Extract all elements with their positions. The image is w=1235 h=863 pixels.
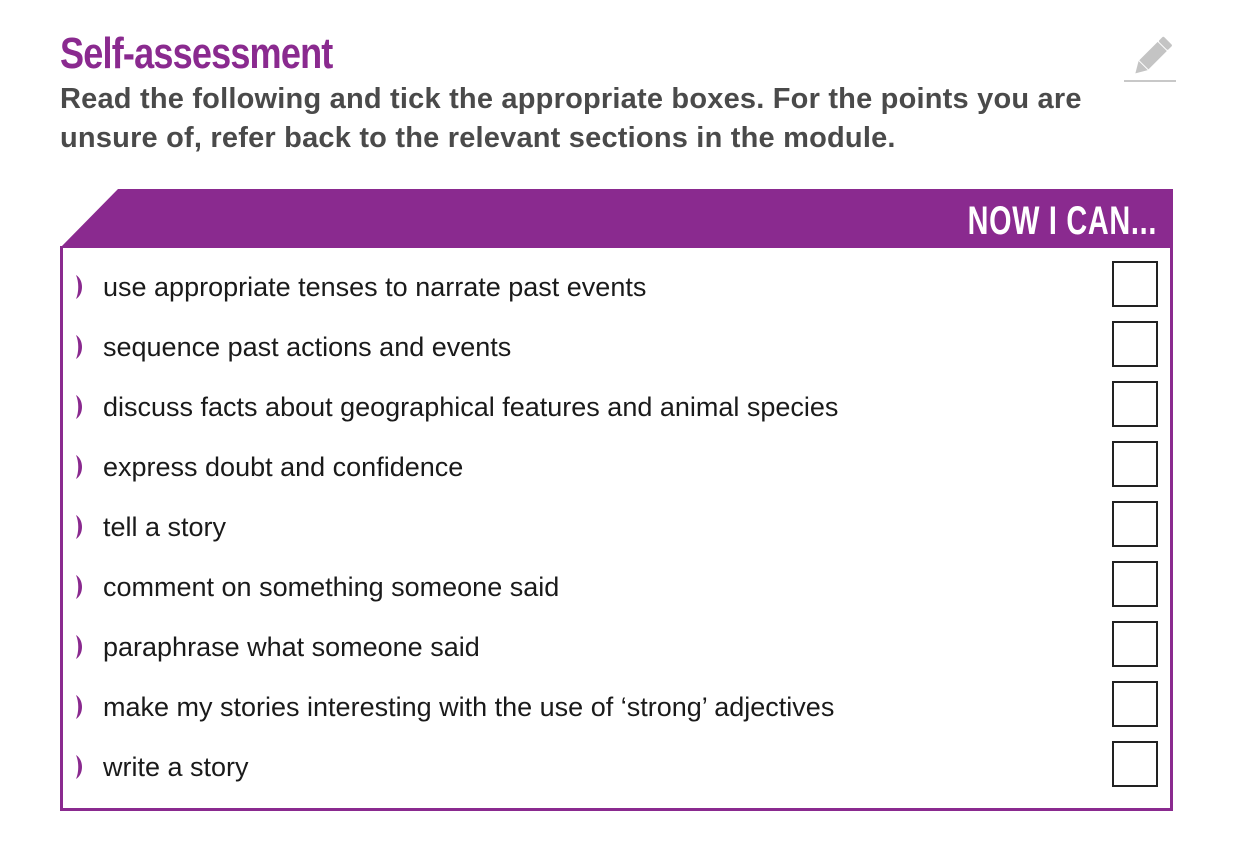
tick-checkbox[interactable]: [1112, 681, 1158, 727]
bullet-icon: [76, 395, 82, 419]
pencil-icon: [1124, 36, 1176, 82]
tick-checkbox[interactable]: [1112, 501, 1158, 547]
checklist-item: write a story: [63, 739, 1170, 799]
bullet-icon: [76, 575, 82, 599]
tick-checkbox[interactable]: [1112, 441, 1158, 487]
bullet-icon: [76, 635, 82, 659]
tick-checkbox[interactable]: [1112, 321, 1158, 367]
checklist-item: sequence past actions and events: [63, 319, 1170, 379]
checklist-item: discuss facts about geographical feature…: [63, 379, 1170, 439]
bullet-icon: [76, 755, 82, 779]
checklist-body: use appropriate tenses to narrate past e…: [60, 246, 1173, 811]
bullet-icon: [76, 455, 82, 479]
checklist-item: use appropriate tenses to narrate past e…: [63, 259, 1170, 319]
checklist-item: tell a story: [63, 499, 1170, 559]
header-label: now I can...: [967, 199, 1157, 243]
checklist-item-text: paraphrase what someone said: [103, 632, 480, 662]
bullet-icon: [76, 335, 82, 359]
tick-checkbox[interactable]: [1112, 261, 1158, 307]
checklist-panel: now I can... use appropriate tenses to n…: [60, 189, 1173, 811]
header-banner-shape: [60, 189, 1173, 248]
tick-checkbox[interactable]: [1112, 621, 1158, 667]
checklist-item-text: use appropriate tenses to narrate past e…: [103, 272, 647, 302]
checklist-item-text: write a story: [103, 752, 249, 782]
checklist-item: express doubt and confidence: [63, 439, 1170, 499]
checklist-item-text: comment on something someone said: [103, 572, 560, 602]
tick-checkbox[interactable]: [1112, 381, 1158, 427]
page-title: Self-assessment: [60, 29, 333, 78]
tick-checkbox[interactable]: [1112, 561, 1158, 607]
checklist-item-text: sequence past actions and events: [103, 332, 512, 362]
bullet-icon: [76, 515, 82, 539]
bullet-icon: [76, 275, 82, 299]
checklist-item: make my stories interesting with the use…: [63, 679, 1170, 739]
checklist-item: paraphrase what someone said: [63, 619, 1170, 679]
tick-checkbox[interactable]: [1112, 741, 1158, 787]
instructions-text: Read the following and tick the appropri…: [60, 83, 1082, 154]
checklist-item: comment on something someone said: [63, 559, 1170, 619]
checklist-item-text: discuss facts about geographical feature…: [103, 392, 839, 422]
bullet-icon: [76, 695, 82, 719]
checklist-item-text: make my stories interesting with the use…: [103, 692, 835, 722]
checklist-item-text: express doubt and confidence: [103, 452, 464, 482]
checklist-header: now I can...: [60, 189, 1173, 248]
checklist-item-text: tell a story: [103, 512, 227, 542]
